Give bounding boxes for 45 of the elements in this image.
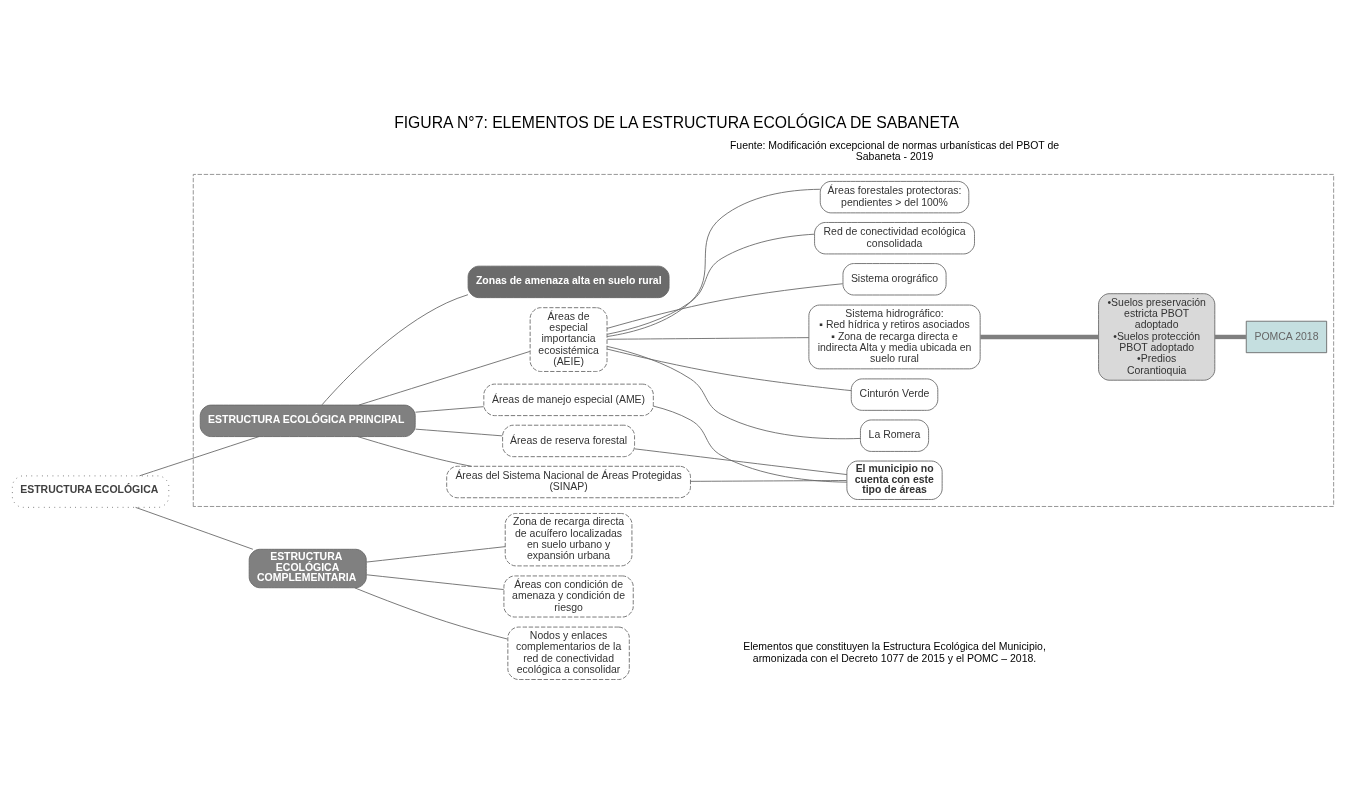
node-box: Áreas con condición de amenaza y condición de riesgo <box>503 575 634 618</box>
connector <box>606 337 810 340</box>
connector <box>606 233 815 335</box>
node-box: Zona de recarga directa de acuífero localizadas en suelo urbano y expansión urbana <box>504 513 633 567</box>
connector <box>415 406 485 413</box>
node-box: El municipio no cuenta con este tipo de áreas <box>846 460 943 500</box>
connector <box>366 574 505 590</box>
connector <box>606 348 852 392</box>
diagram-title: FIGURA N°7: ELEMENTOS DE LA ESTRUCTURA ECOLÓGICA DE SABANETA <box>394 113 959 131</box>
node-box: Zonas de amenaza alta en suelo rural <box>467 265 670 299</box>
connector <box>135 506 254 550</box>
cluster <box>192 173 1335 507</box>
node-box: Áreas de especial importancia ecosistémica (AEIE) <box>529 307 608 372</box>
label: Fuente: Modificación excepcional de normas urbanísticas del PBOT de Sabaneta - 2019 <box>729 139 1060 163</box>
connector <box>606 283 844 329</box>
node-box: ESTRUCTURA ECOLÓGICA PRINCIPAL <box>199 404 416 437</box>
connector <box>357 436 472 467</box>
connector <box>652 405 848 483</box>
connector <box>139 436 260 477</box>
node-box: Nodos y enlaces complementarios de la red de conectividad ecológica a consolidar <box>507 626 630 680</box>
caption: Elementos que constituyen la Estructura Ecológica del Municipio, armonizada con el Decreto 1077 de 2015 y el POMC – 2018. <box>743 641 1046 664</box>
connector <box>606 188 821 337</box>
connector <box>690 480 848 482</box>
node-box: Áreas de manejo especial (AME) <box>483 383 654 417</box>
node-box: Áreas del Sistema Nacional de Áreas Protegidas (SINAP) <box>446 465 691 499</box>
node-box: Sistema hidrográfico: ▪ Red hídrica y retiros asociados ▪ Zona de recarga directa e indirecta Alta y media ubicada en suelo rural <box>808 304 981 370</box>
connector <box>366 546 506 563</box>
node-box: Áreas de reserva forestal <box>502 424 635 458</box>
connector <box>415 428 503 437</box>
connector <box>980 334 1099 340</box>
connector <box>606 345 861 440</box>
connector <box>354 587 509 640</box>
node-box: ESTRUCTURA ECOLÓGICA <box>11 475 170 508</box>
node-box: Red de conectividad ecológica consolidada <box>814 222 975 255</box>
node-box: •Suelos preservación estricta PBOT adoptado •Suelos protección PBOT adoptado •Predios Corantioquia <box>1098 293 1216 381</box>
node-box: La Romera <box>860 419 930 452</box>
node-box: Áreas forestales protectoras: pendientes > del 100% <box>819 180 970 214</box>
node-box: POMCA 2018 <box>1245 320 1328 354</box>
connector <box>358 351 531 406</box>
connector <box>321 294 469 406</box>
connector <box>634 448 848 476</box>
connector <box>1214 334 1246 340</box>
node-box: ESTRUCTURA ECOLÓGICA COMPLEMENTARIA <box>248 548 367 589</box>
node-box: Sistema orográfico <box>842 263 947 296</box>
node-box: Cinturón Verde <box>850 378 939 411</box>
